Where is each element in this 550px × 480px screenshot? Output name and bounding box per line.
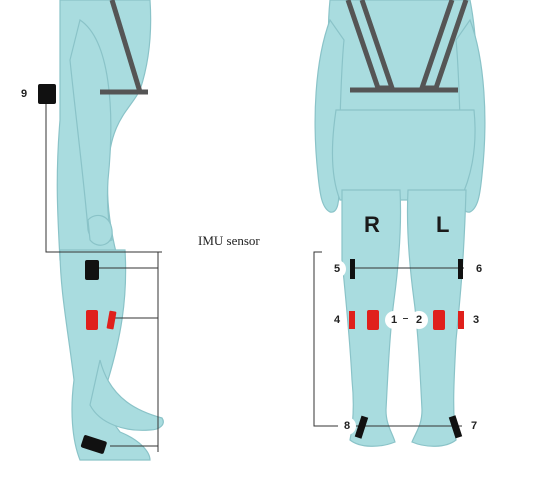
sensor-1-mark xyxy=(367,310,379,330)
sensor-label-8: 8 xyxy=(338,417,356,435)
sensor-label-9: 9 xyxy=(15,85,33,103)
sensor-label-5: 5 xyxy=(328,260,346,278)
sensor-shank-side-back xyxy=(106,310,117,330)
sensor-label-3: 3 xyxy=(467,311,485,329)
right-leg-label: R xyxy=(364,212,380,237)
connector-lines xyxy=(45,104,464,452)
sensor-label-6: 6 xyxy=(470,260,488,278)
sensor-5-mark xyxy=(350,259,355,279)
sensor-shank-side-front xyxy=(86,310,98,330)
front-view-sensors xyxy=(349,259,464,439)
sensor-dash xyxy=(403,318,408,319)
sensor-foot-side xyxy=(80,435,107,454)
sensor-8-mark xyxy=(354,415,369,439)
left-leg-label: L xyxy=(436,212,450,237)
side-view-sensors xyxy=(38,84,117,454)
sensor-label-2: 2 xyxy=(410,311,428,329)
imu-sensor-caption: IMU sensor xyxy=(198,233,260,248)
sensor-6-mark xyxy=(458,259,463,279)
sensor-7-mark xyxy=(448,415,463,439)
sensor-label-4: 4 xyxy=(328,311,346,329)
sensor-9 xyxy=(38,84,56,104)
sensor-thigh-side xyxy=(85,260,99,280)
sensor-2-mark xyxy=(433,310,445,330)
sensor-label-7: 7 xyxy=(465,417,483,435)
front-view-harness xyxy=(345,0,469,93)
front-view-body xyxy=(314,0,486,447)
side-view-harness xyxy=(100,0,148,95)
sensor-4-mark xyxy=(349,311,355,329)
sensor-3-mark xyxy=(458,311,464,329)
sensor-label-1: 1 xyxy=(385,311,403,329)
side-view-body xyxy=(56,0,164,461)
